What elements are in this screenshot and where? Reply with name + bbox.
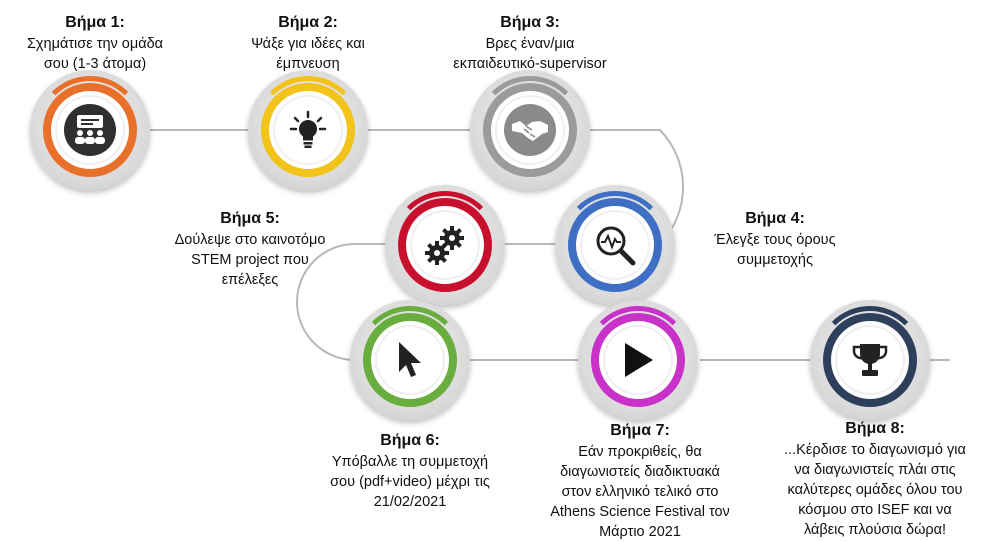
step-text: Υπόβαλλε τη συμμετοχή bbox=[331, 454, 489, 470]
step-title: Βήμα 7: bbox=[610, 422, 670, 439]
play-icon bbox=[625, 343, 653, 377]
step-3-node bbox=[470, 70, 590, 190]
trophy-icon bbox=[852, 344, 888, 376]
step-title: Βήμα 2: bbox=[278, 14, 338, 31]
step-text: Μάρτιο 2021 bbox=[599, 524, 681, 540]
cursor-pointer-icon bbox=[399, 342, 421, 377]
step-text: STEM project που bbox=[191, 252, 309, 268]
step-4-caption: Βήμα 4: Έλεγξε τους όρους συμμετοχής bbox=[690, 208, 860, 270]
step-text: επέλεξες bbox=[221, 272, 279, 288]
step-3-caption: Βήμα 3: Βρες έναν/μια εκπαιδευτικό-super… bbox=[420, 12, 640, 74]
step-title: Βήμα 6: bbox=[380, 432, 440, 449]
step-title: Βήμα 5: bbox=[220, 210, 280, 227]
step-text: Βρες έναν/μια bbox=[485, 36, 575, 52]
step-5-caption: Βήμα 5: Δούλεψε στο καινοτόμο STEM proje… bbox=[140, 208, 360, 290]
step-text: στον ελληνικό τελικό στο bbox=[561, 484, 719, 500]
step-1-caption: Βήμα 1: Σχημάτισε την ομάδα σου (1-3 άτο… bbox=[0, 12, 190, 74]
step-title: Βήμα 1: bbox=[65, 14, 125, 31]
step-text: έμπνευση bbox=[276, 56, 340, 72]
step-text: Ψάξε για ιδέες και bbox=[251, 36, 365, 52]
step-text: καλύτερες ομάδες όλου του bbox=[787, 482, 963, 498]
step-1-node bbox=[30, 70, 150, 190]
step-4-node bbox=[555, 185, 675, 305]
step-title: Βήμα 4: bbox=[745, 210, 805, 227]
step-6-node bbox=[350, 300, 470, 420]
step-5-node bbox=[385, 185, 505, 305]
step-2-caption: Βήμα 2: Ψάξε για ιδέες και έμπνευση bbox=[213, 12, 403, 74]
magnifier-pulse-icon bbox=[596, 226, 636, 266]
handshake-icon bbox=[512, 121, 548, 141]
step-text: Εάν προκριθείς, θα bbox=[578, 444, 702, 460]
step-8-node bbox=[810, 300, 930, 420]
step-7-node bbox=[578, 300, 698, 420]
step-2-node bbox=[248, 70, 368, 190]
step-text: Athens Science Festival τον bbox=[550, 504, 730, 520]
step-text: συμμετοχής bbox=[737, 252, 813, 268]
step-text: Δούλεψε στο καινοτόμο bbox=[174, 232, 326, 248]
step-title: Βήμα 3: bbox=[500, 14, 560, 31]
step-text: Έλεγξε τους όρους bbox=[714, 232, 836, 248]
step-text: λάβεις πλούσια δώρα! bbox=[803, 522, 947, 538]
step-title: Βήμα 8: bbox=[845, 420, 905, 437]
step-text: σου (1-3 άτομα) bbox=[43, 56, 147, 72]
step-text: Σχημάτισε την ομάδα bbox=[26, 36, 164, 52]
step-text: να διαγωνιστείς πλάι στις bbox=[794, 462, 956, 478]
step-6-caption: Βήμα 6: Υπόβαλλε τη συμμετοχή σου (pdf+v… bbox=[295, 430, 525, 512]
group-meeting-icon bbox=[75, 115, 105, 144]
lightbulb-icon bbox=[289, 110, 327, 148]
step-text: διαγωνιστείς διαδικτυακά bbox=[560, 464, 720, 480]
step-text: εκπαιδευτικό-supervisor bbox=[453, 56, 607, 72]
gears-icon bbox=[425, 226, 464, 265]
step-8-caption: Βήμα 8: ...Κέρδισε το διαγωνισμό για να … bbox=[755, 418, 995, 540]
step-text: σου (pdf+video) μέχρι τις bbox=[330, 474, 490, 490]
step-text: ...Κέρδισε το διαγωνισμό για bbox=[784, 442, 966, 458]
step-7-caption: Βήμα 7: Εάν προκριθείς, θα διαγωνιστείς … bbox=[520, 420, 760, 542]
step-text: κόσμου στο ISEF και να bbox=[798, 502, 952, 518]
step-text: 21/02/2021 bbox=[373, 494, 447, 510]
